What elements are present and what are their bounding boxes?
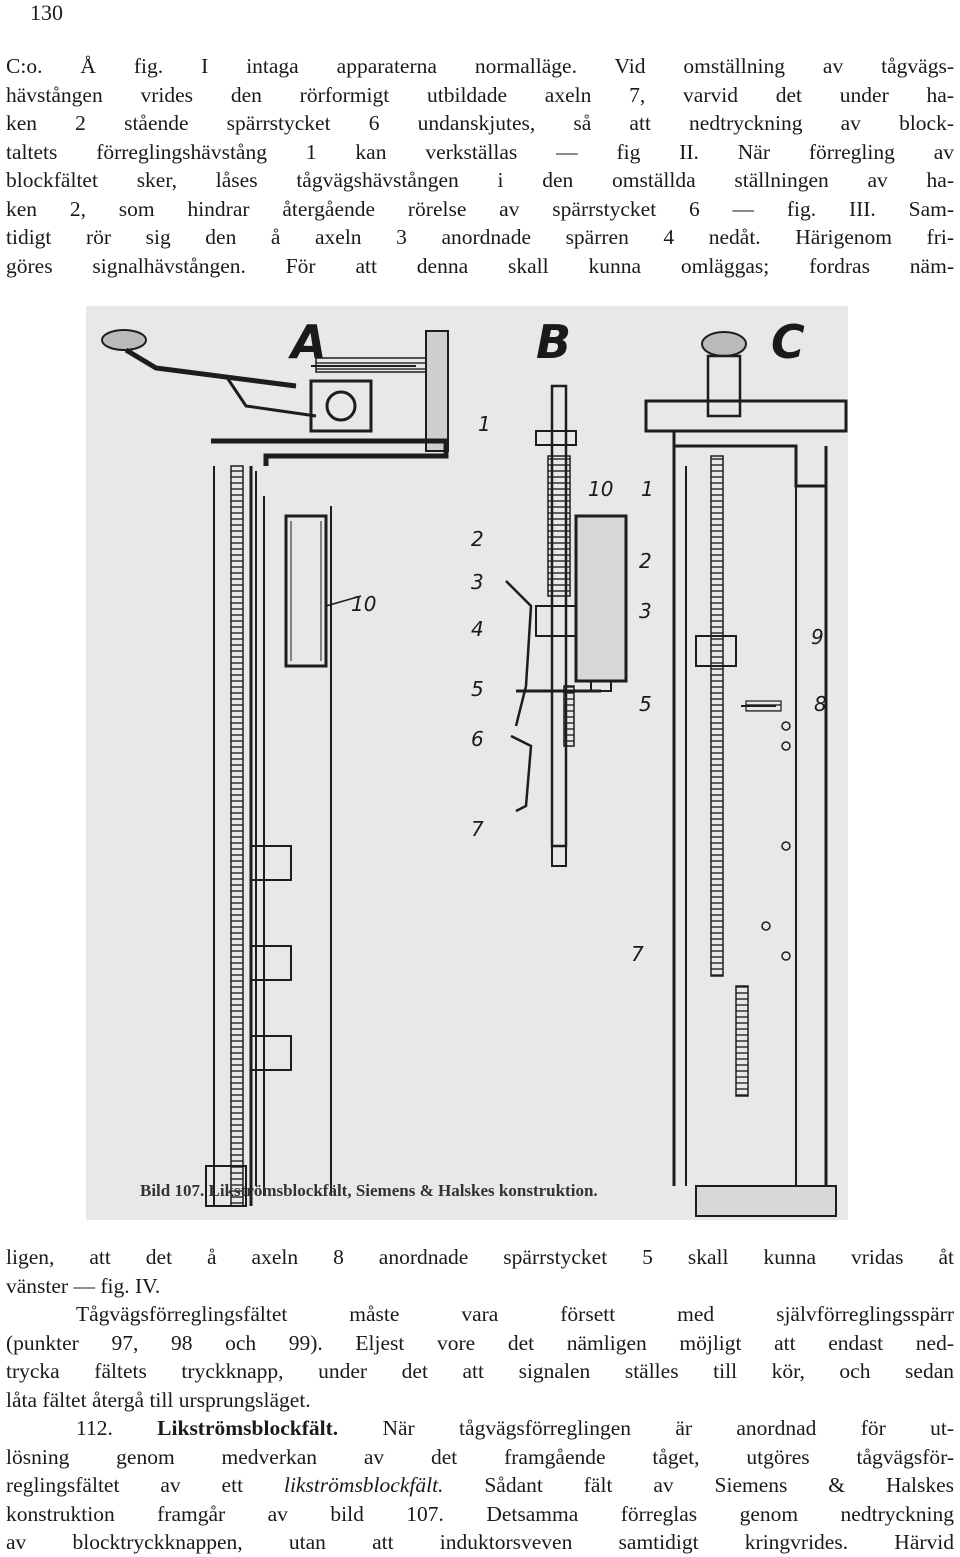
italic-term: likströmsblockfält.: [283, 1473, 444, 1497]
text-line: tidigt rör sig den å axeln 3 anordnade s…: [6, 225, 954, 249]
section-number: 112.: [76, 1416, 113, 1440]
section-text: När tågvägsförreglingen är anordnad för …: [382, 1416, 954, 1440]
figure-label: 3: [639, 599, 652, 623]
figure-label: 3: [471, 570, 484, 594]
text-line: taltets förreglingshävstång 1 kan verkst…: [6, 139, 954, 164]
text-line: blockfältet sker, låses tågvägshävstånge…: [6, 168, 954, 192]
figure-label: 5: [639, 692, 652, 716]
section-112: 112. Likströmsblockfält. När tågvägsförr…: [6, 1414, 954, 1557]
figure-illustration: A 10 B 1 10 2 3 4 5 6 7: [86, 306, 848, 1220]
text-line: Tågvägsförreglingsfältet måste vara förs…: [76, 1302, 954, 1326]
figure-label: 4: [471, 617, 484, 641]
section-heading: Likströmsblockfält.: [157, 1416, 339, 1440]
text-line: trycka fältets tryckknapp, under det att…: [6, 1359, 954, 1383]
text-line: ligen, att det å axeln 8 anordnade spärr…: [6, 1245, 954, 1269]
text-line: konstruktion framgår av bild 107. Detsam…: [6, 1501, 954, 1526]
paragraph-intro: C:o. Å fig. I intaga apparaterna normall…: [6, 52, 954, 280]
technical-drawing: A 10 B 1 10 2 3 4 5 6 7: [86, 306, 848, 1220]
panel-label-b: B: [536, 315, 571, 369]
page-number: 130: [30, 0, 63, 25]
figure-caption: Bild 107. Likströmsblockfält, Siemens & …: [140, 1181, 598, 1200]
figure-label: 7: [471, 817, 484, 841]
section-text: reglingsfältet av ett: [6, 1473, 244, 1497]
panel-b-drawing: [505, 384, 628, 867]
text-line: ken 2, som hindrar återgående rörelse av…: [6, 196, 954, 221]
panel-c-drawing: [644, 331, 848, 1217]
text-line: hävstången vrides den rörformigt utbilda…: [6, 82, 954, 107]
panel-a-drawing: [101, 329, 449, 1207]
paragraph-self-locking: Tågvägsförreglingsfältet måste vara förs…: [6, 1300, 954, 1414]
figure-label: 10: [351, 592, 376, 616]
text-line: lösning genom medverkan av det framgåend…: [6, 1444, 954, 1469]
figure-label: 1: [478, 412, 491, 436]
text-line: av blocktryckknappen, utan att induktors…: [6, 1530, 954, 1554]
panel-label-c: C: [771, 315, 805, 369]
paragraph-continued: ligen, att det å axeln 8 anordnade spärr…: [6, 1243, 954, 1300]
figure-label: 2: [471, 527, 484, 551]
figure-label: 1: [641, 477, 654, 501]
text-line: (punkter 97, 98 och 99). Eljest vore det…: [6, 1330, 954, 1355]
text-line: 112. Likströmsblockfält. När tågvägsförr…: [6, 1414, 954, 1443]
figure-label: 5: [471, 677, 484, 701]
figure-label: 10: [588, 477, 613, 501]
text-line: vänster — fig. IV.: [6, 1273, 161, 1298]
panel-label-a: A: [288, 315, 327, 369]
text-line: C:o. Å fig. I intaga apparaterna normall…: [6, 54, 954, 78]
section-text: Sådant fält av Siemens & Halskes: [484, 1473, 954, 1497]
text-line: ken 2 stående spärrstycket 6 undanskjute…: [6, 111, 954, 135]
text-line: reglingsfältet av ett likströmsblockfält…: [6, 1471, 954, 1500]
figure-label: 7: [631, 942, 644, 966]
text-line: låta fältet återgå till ursprungsläget.: [6, 1387, 311, 1412]
figure-label: 8: [814, 692, 827, 716]
text-line: göres signalhävstången. För att denna sk…: [6, 253, 954, 278]
figure-label: 2: [639, 549, 652, 573]
figure-label: 9: [811, 625, 824, 649]
figure-label: 6: [471, 727, 484, 751]
